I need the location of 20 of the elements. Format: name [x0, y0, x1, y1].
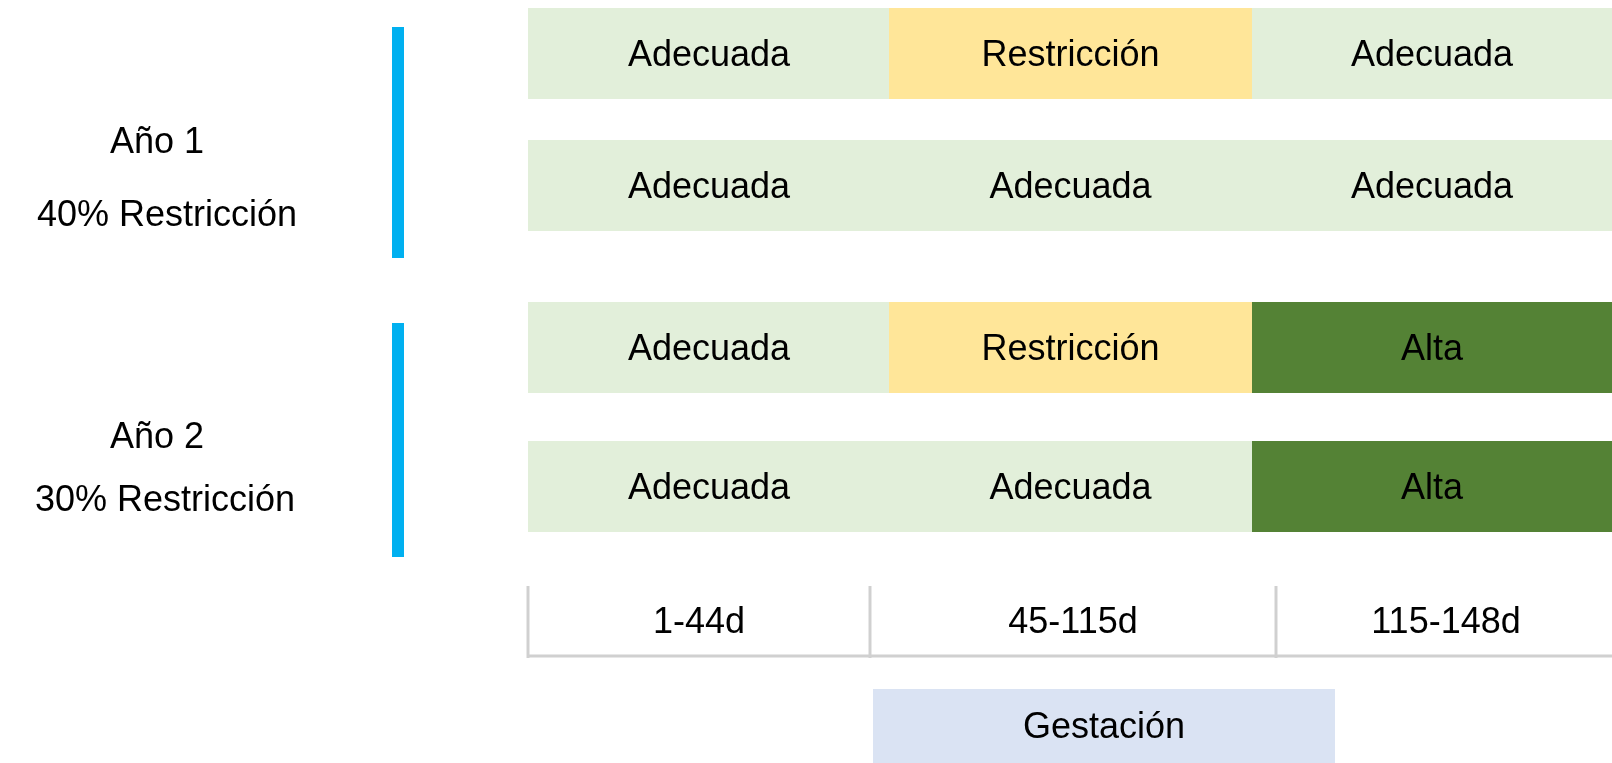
restriction-label: 40% Restricción	[36, 193, 298, 235]
period-cell: Adecuada	[1252, 8, 1612, 99]
gestation-box: Gestación	[873, 689, 1335, 763]
period-cell: Adecuada	[889, 140, 1252, 231]
period-cell: Adecuada	[528, 8, 890, 99]
restriction-label: 30% Restricción	[34, 478, 296, 520]
period-cell: Alta	[1252, 441, 1612, 532]
period-cell: Alta	[1252, 302, 1612, 393]
period-cell: Restricción	[889, 8, 1252, 99]
day-range: 45-115d	[1008, 600, 1138, 642]
period-cell: Restricción	[889, 302, 1252, 393]
period-cell: Adecuada	[528, 302, 890, 393]
period-cell: Adecuada	[528, 441, 890, 532]
year-label: Año 2	[109, 415, 205, 457]
period-cell: Adecuada	[889, 441, 1252, 532]
day-range: 115-148d	[1371, 600, 1521, 642]
year-label: Año 1	[109, 120, 205, 162]
day-range: 1-44d	[652, 600, 746, 642]
period-cell: Adecuada	[528, 140, 890, 231]
period-cell: Adecuada	[1252, 140, 1612, 231]
